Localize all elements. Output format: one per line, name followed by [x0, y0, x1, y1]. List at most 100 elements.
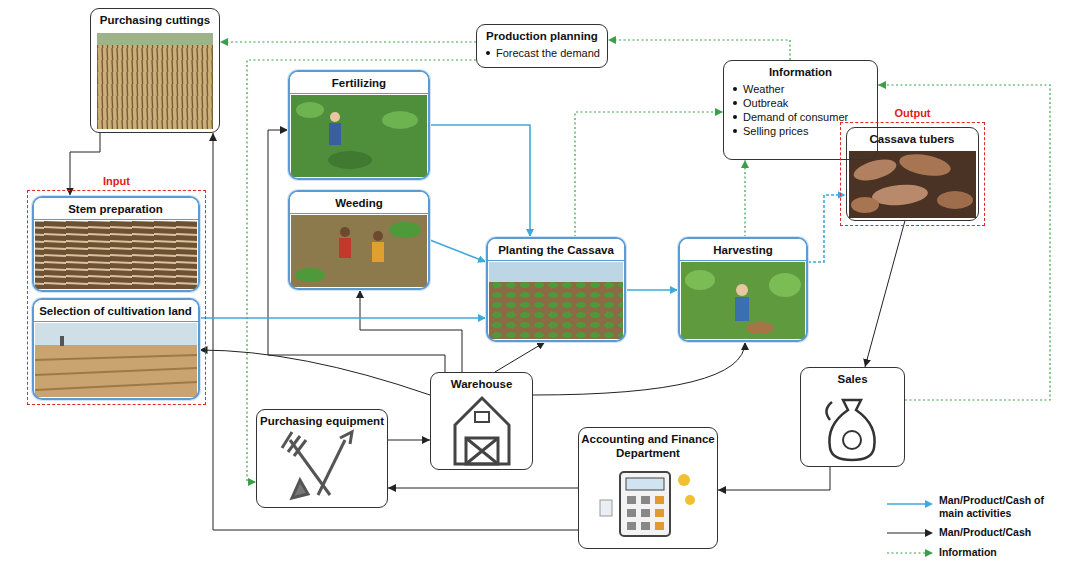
activity-box: Weeding: [288, 190, 430, 290]
legend-sample: [885, 526, 935, 540]
drawing-part: [736, 284, 748, 296]
fertilizing-photo: [291, 95, 427, 177]
activity-box: Stem preparation: [32, 196, 200, 292]
drawing-part: [489, 282, 623, 339]
drawing-part: [655, 509, 664, 517]
connector: [200, 350, 431, 395]
drawing-part: [641, 509, 650, 517]
connector: [575, 112, 723, 237]
connector: [430, 240, 486, 262]
connector: [865, 221, 905, 368]
drawing-part: [475, 412, 489, 422]
drawing-part: [898, 151, 953, 180]
connector: [247, 60, 476, 482]
node-title: Purchasing cuttings: [91, 9, 219, 30]
connector: [626, 289, 678, 291]
node-title: Harvesting: [680, 239, 806, 261]
drawing-part: [746, 322, 774, 334]
drawing-part: [641, 496, 650, 504]
drawing-part: [849, 151, 976, 218]
drawing-part: [373, 231, 383, 241]
activity-box: Harvesting: [678, 237, 808, 342]
drawing-part: [843, 431, 861, 449]
connector: [268, 130, 445, 372]
drawing-part: [35, 345, 197, 397]
activity-box: Selection of cultivation land: [32, 298, 200, 400]
icon-box: Sales: [800, 367, 905, 467]
drawing-part: [296, 102, 324, 118]
drawing-part: [655, 496, 664, 504]
list-item: Weather: [730, 82, 877, 96]
legend-row: Man/Product/Cash: [885, 526, 1070, 542]
region-label: Output: [841, 106, 984, 120]
stem-photo: [35, 221, 197, 289]
cuttings-photo: [97, 33, 213, 129]
drawing-part: [466, 438, 498, 464]
drawing-part: [318, 440, 345, 495]
connector: [388, 440, 430, 441]
node-title: Purchasing equipment: [257, 410, 387, 431]
drawing-part: [339, 238, 351, 258]
drawing-part: [925, 500, 933, 508]
drawing-part: [655, 522, 664, 530]
drawing-part: [627, 522, 636, 530]
harvesting-photo: [681, 262, 805, 339]
drawing-part: [340, 227, 350, 237]
drawing-part: [97, 33, 213, 45]
legend-row: Information: [885, 546, 1070, 562]
drawing-part: [826, 402, 832, 420]
drawing-part: [627, 496, 636, 504]
output-region: OutputCassava tubers: [840, 122, 985, 226]
icon-box: Accounting and Finance Department: [578, 427, 718, 549]
node-title: Cassava tubers: [847, 128, 978, 149]
legend-text: Information: [939, 546, 1067, 559]
drawing-part: [60, 336, 64, 346]
node-title: Accounting and Finance Department: [579, 428, 717, 463]
connector: [200, 317, 487, 319]
drawing-part: [328, 151, 372, 169]
node-title: Sales: [801, 368, 904, 389]
connector: [718, 467, 830, 490]
drawing-part: [925, 529, 933, 537]
info-box: InformationWeatherOutbreakDemand of cons…: [723, 60, 878, 160]
drawing-part: [489, 262, 623, 282]
drawing-part: [340, 432, 352, 444]
node-title: Weeding: [290, 192, 428, 214]
drawing-part: [35, 323, 197, 345]
drawing-part: [35, 355, 197, 360]
drawing-part: [291, 215, 427, 287]
connector: [878, 85, 1050, 400]
drawing-part: [871, 183, 929, 208]
drawing-part: [389, 222, 421, 238]
tubers-photo: [849, 151, 976, 218]
drawing-part: [291, 95, 427, 177]
drawing-part: [681, 262, 805, 339]
drawing-part: [35, 382, 197, 390]
drawing-part: [685, 270, 715, 290]
node-title: Information: [724, 61, 877, 82]
process-box: Production planningForecast the demand: [476, 24, 608, 68]
connector: [533, 342, 745, 395]
legend-text: Man/Product/Cash of main activities: [939, 494, 1067, 520]
drawing-part: [372, 242, 384, 262]
activity-box: Planting the Cassava: [486, 237, 626, 342]
drawing-part: [97, 33, 213, 129]
icon-box: Purchasing equipment: [256, 409, 388, 508]
list-item: Outbreak: [730, 96, 877, 110]
drawing-part: [329, 123, 341, 145]
connector: [220, 41, 476, 42]
legend-row: Man/Product/Cash of main activities: [885, 494, 1070, 522]
planting-photo: [489, 262, 623, 339]
drawing-part: [35, 221, 197, 289]
connector: [430, 125, 530, 237]
drawing-part: [678, 474, 690, 486]
legend-sample: [885, 546, 935, 560]
drawing-part: [769, 273, 801, 297]
drawing-part: [282, 432, 306, 456]
image-box: Purchasing cuttings: [90, 8, 220, 133]
connector: [360, 290, 462, 372]
drawing-part: [466, 438, 498, 464]
drawing-part: [35, 368, 197, 375]
